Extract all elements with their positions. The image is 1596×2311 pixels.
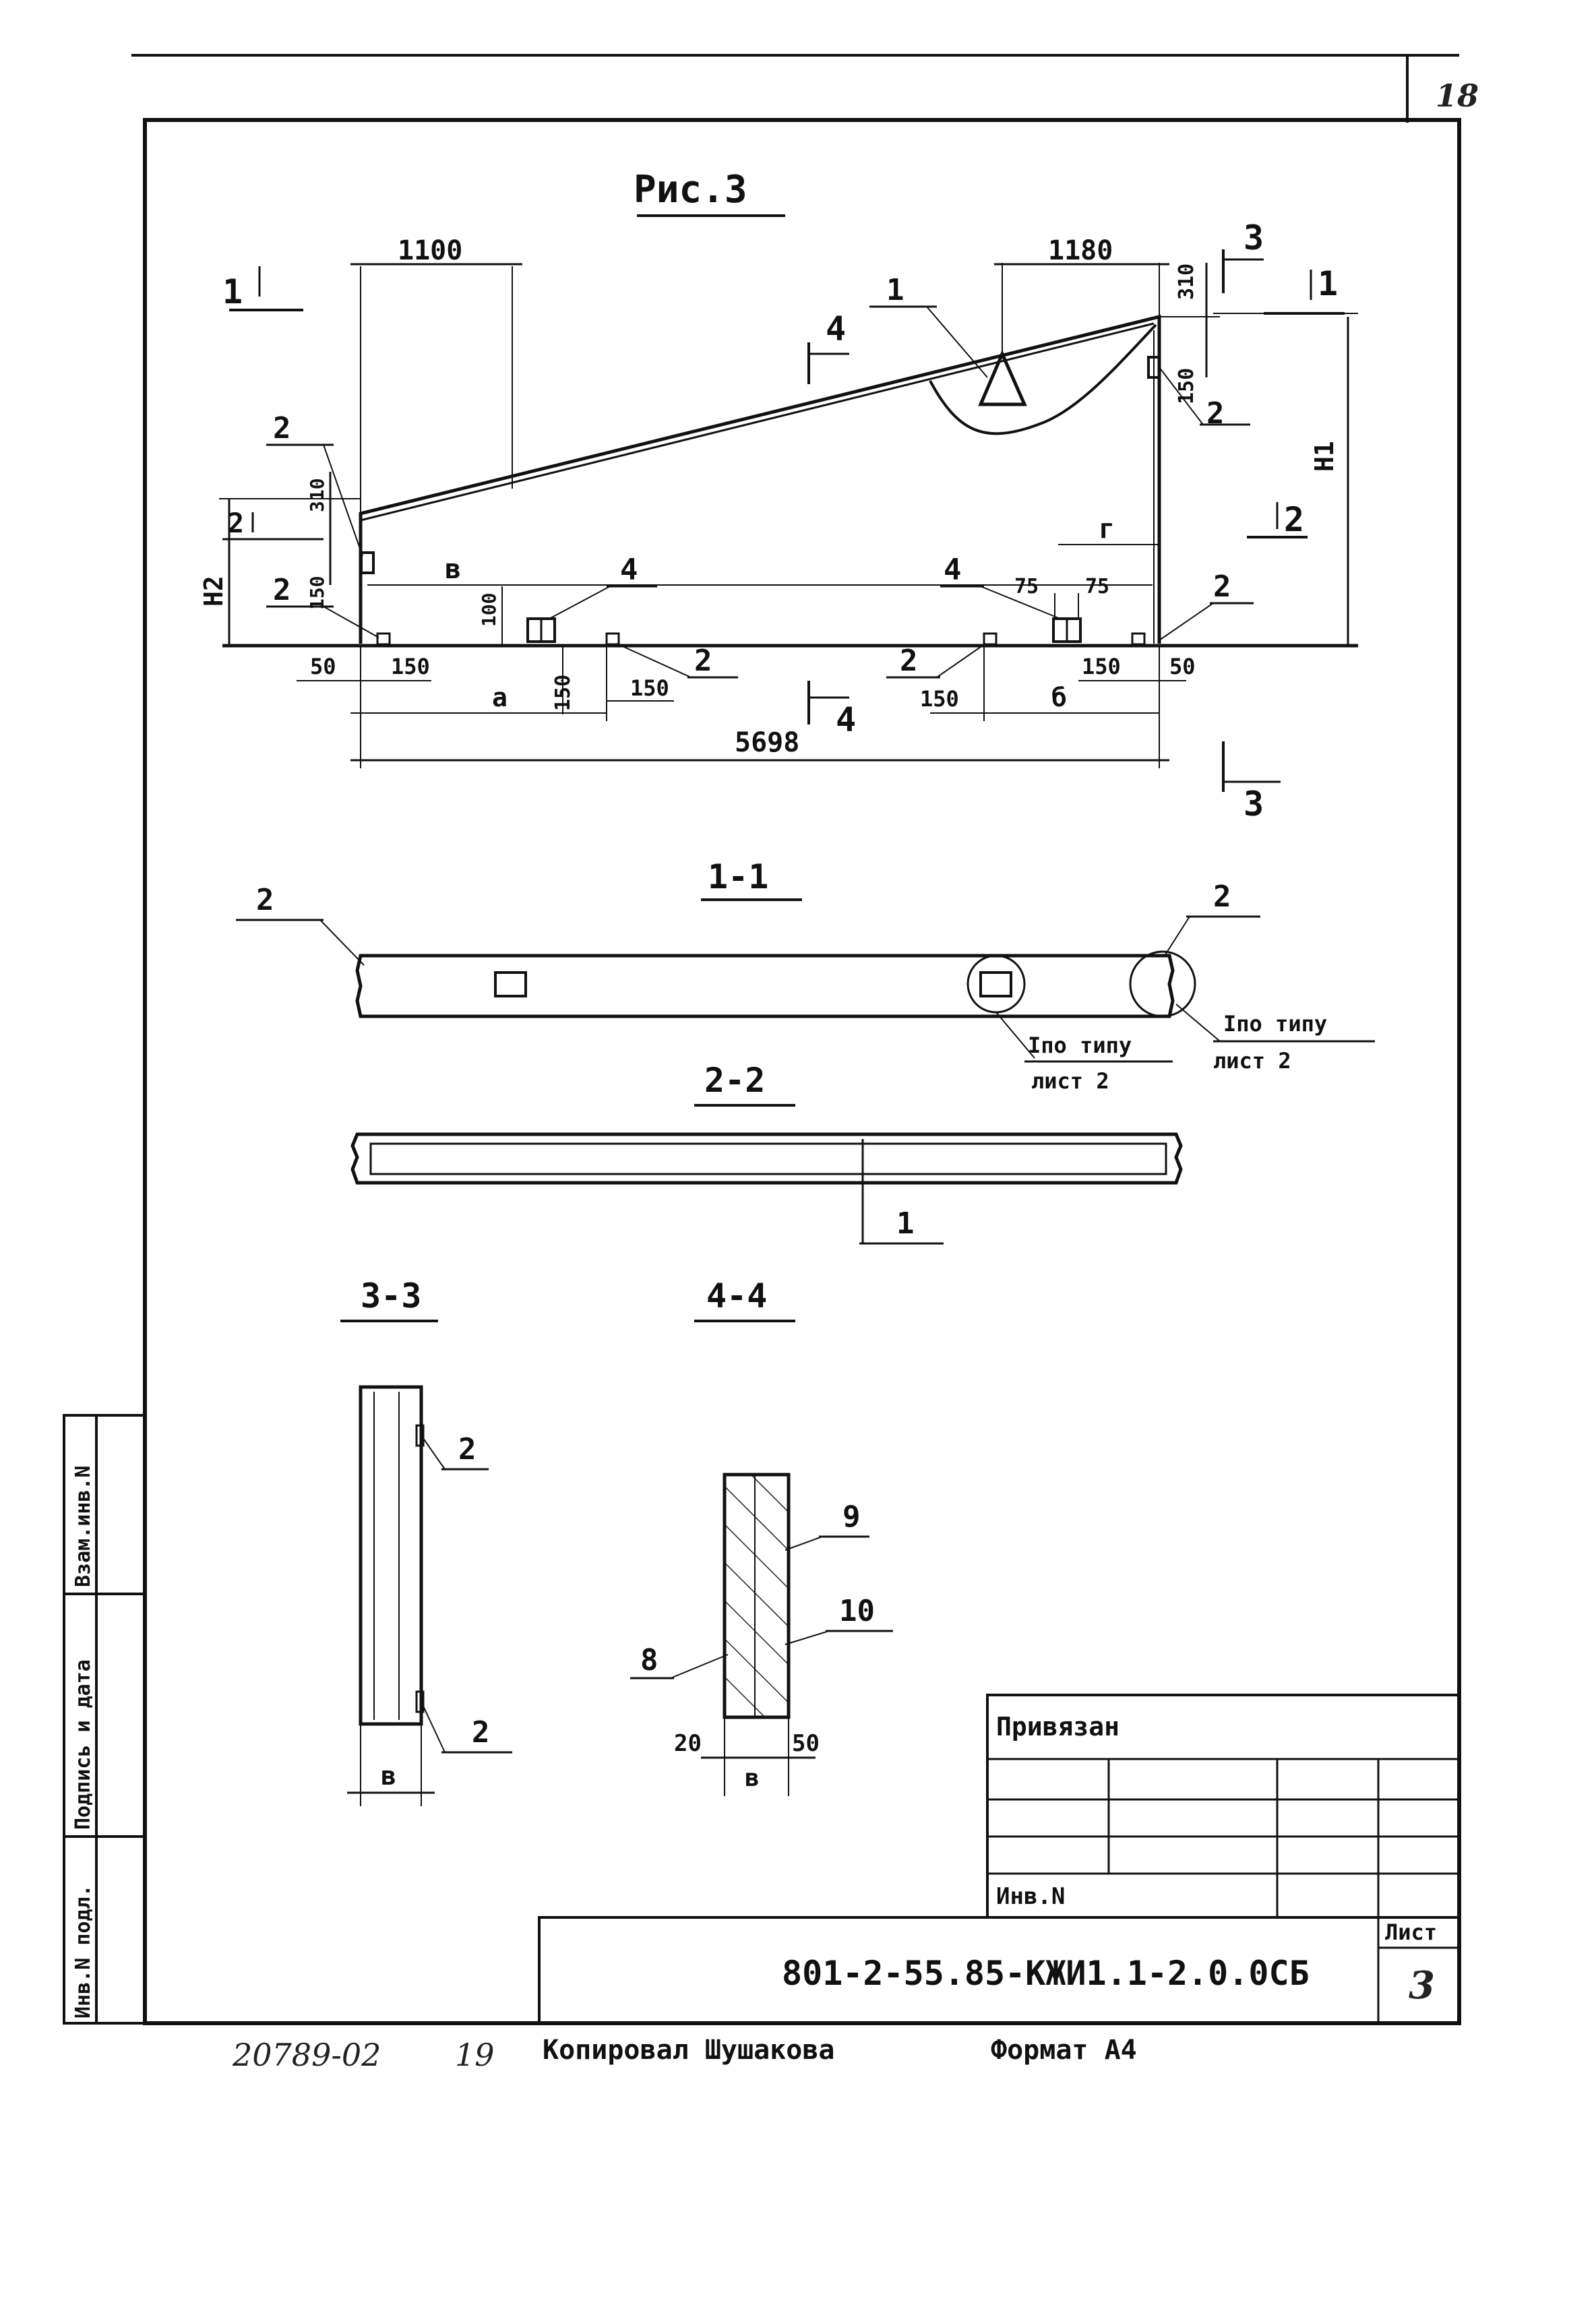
title-block: Привязан Инв.N 801-2-55.85-КЖИ1.1-2.0.0С… (538, 1694, 1461, 2025)
sheet-frame (131, 54, 1461, 2025)
s44-hatched-section (723, 1473, 791, 1719)
tb-list-num: 3 (1409, 1963, 1435, 2008)
footer: 20789-02 19 Копировал Шушакова Формат А4 (232, 2035, 1137, 2073)
s33-callout-top: 2 (458, 1432, 477, 1467)
callout-2-bottom-b: 2 (900, 644, 918, 678)
dim-b150-2: 150 (630, 675, 669, 701)
dim-a-label: а (492, 683, 508, 712)
dim-total: 5698 (735, 727, 799, 758)
dim-g-label: г (1099, 514, 1115, 545)
dim-top-left: 1100 (398, 235, 462, 266)
footer-handwritten-1: 20789-02 (232, 2037, 381, 2073)
s11-note-right-2: лист 2 (1213, 1048, 1291, 1074)
dim-b150-1: 150 (391, 654, 430, 679)
s22-callout: 1 (896, 1206, 915, 1241)
tb-code: 801-2-55.85-КЖИ1.1-2.0.0СБ (782, 1954, 1310, 1993)
side-strip: Инв.N подл. Подпись и дата Взам.инв.N (63, 1414, 146, 2025)
s11-note-left-2: лист 2 (1031, 1068, 1109, 1094)
s11-callout-left: 2 (256, 883, 274, 917)
dim-b150-4: 150 (1082, 654, 1121, 679)
callout-4-left: 4 (620, 553, 638, 587)
tb-inv: Инв.N (996, 1883, 1065, 1910)
dim-v-label: в (445, 554, 461, 585)
dim-v150: 150 (551, 675, 575, 711)
embedded-part (376, 632, 391, 646)
callout-4-right: 4 (944, 553, 962, 587)
dim-h2: Н2 (199, 576, 228, 607)
dim-top-right: 1180 (1048, 235, 1113, 266)
section-2-2-title: 2-2 (704, 1061, 765, 1100)
s11-callout-right: 2 (1213, 880, 1231, 914)
lifting-loop (978, 349, 1027, 406)
dim-h310-right: 310 (1175, 264, 1198, 300)
dim-b-label: б (1051, 683, 1067, 712)
section-4-4-title: 4-4 (706, 1276, 767, 1316)
s44-dim-mid: в (745, 1764, 760, 1792)
callout-1: 1 (886, 273, 904, 307)
s44-callout-10: 10 (839, 1594, 875, 1628)
footer-copied: Копировал Шушакова (543, 2035, 834, 2066)
section-1-1-title: 1-1 (708, 857, 768, 896)
callout-2-left-top: 2 (273, 411, 291, 445)
dim-h150-left: 150 (306, 576, 328, 610)
footer-handwritten-2: 19 (455, 2037, 495, 2073)
footer-format: Формат А4 (991, 2035, 1137, 2066)
dim-b150-3: 150 (920, 686, 959, 712)
dim-h310-left: 310 (306, 478, 328, 512)
section-mark-3-top: 3 (1244, 218, 1264, 257)
section-1-1: 1-1 2 2 Iпо типу лист 2 Iпо типу лист 2 (236, 857, 1375, 1094)
s44-callout-8: 8 (640, 1643, 658, 1677)
s44-callout-9: 9 (842, 1500, 861, 1534)
s44-dim-right: 50 (792, 1730, 820, 1757)
panel-outline (359, 314, 1161, 644)
dim-75a: 75 (1014, 575, 1039, 598)
s11-note-left-1: Iпо типу (1028, 1033, 1132, 1058)
embedded-part (1131, 632, 1146, 646)
dim-h100: 100 (478, 592, 500, 627)
figure-title: Рис.3 (634, 168, 747, 212)
section-3-3-title: 3-3 (361, 1276, 421, 1316)
section-mark-2-right: 2 (1284, 500, 1304, 539)
s33-callout-bottom: 2 (472, 1715, 490, 1750)
side-col-inv: Инв.N подл. (71, 1884, 95, 2019)
callout-2-right-bot: 2 (1213, 569, 1231, 604)
embedded-part (360, 551, 375, 574)
s44-dim-left: 20 (674, 1730, 702, 1757)
elevation-view: 1100 1180 310 150 Н1 г Н2 310 150 в 100 … (199, 218, 1358, 824)
dim-75b: 75 (1085, 575, 1109, 598)
dim-b50-left: 50 (310, 654, 336, 679)
side-col-vzam: Взам.инв.N (71, 1465, 95, 1587)
embedded-part (605, 632, 620, 646)
s11-note-right-1: Iпо типу (1223, 1011, 1327, 1037)
section-mark-4-bottom: 4 (836, 700, 856, 739)
sheet-corner-number: 18 (1436, 78, 1479, 114)
section-2-2: 2-2 1 (350, 1061, 1183, 1245)
tb-list-label: Лист (1385, 1919, 1437, 1945)
section-4-4: 4-4 9 10 8 20 в 50 (630, 1276, 893, 1796)
callout-2-left-bot: 2 (273, 573, 291, 607)
section-mark-3-bottom: 3 (1244, 784, 1264, 824)
tb-privyazan: Привязан (996, 1712, 1119, 1742)
section-mark-2-left: 2 (228, 508, 244, 539)
dim-b50-right: 50 (1169, 654, 1196, 679)
section-3-3: 3-3 2 2 в (340, 1276, 512, 1806)
callout-2-right-top: 2 (1206, 396, 1225, 431)
side-col-sign: Подпись и дата (71, 1659, 95, 1830)
dim-h150-right: 150 (1175, 368, 1198, 404)
dim-h1: Н1 (1310, 441, 1339, 472)
section-mark-4-top: 4 (826, 309, 846, 348)
s33-dim: в (381, 1761, 396, 1791)
section-mark-1-right: 1 (1318, 264, 1338, 303)
section-mark-1-left: 1 (222, 272, 243, 311)
embedded-part (983, 632, 998, 646)
callout-2-bottom-a: 2 (694, 644, 712, 678)
